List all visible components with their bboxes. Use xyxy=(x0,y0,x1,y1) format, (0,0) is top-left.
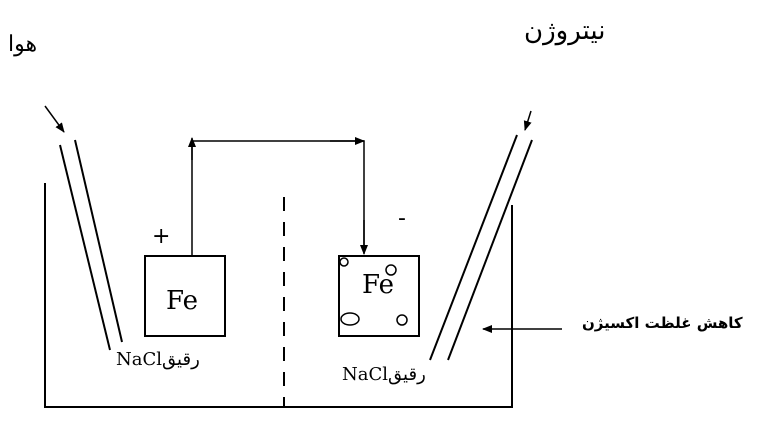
air-tube-wall-left xyxy=(59,144,111,351)
nitrogen-label: نیتروژن xyxy=(524,16,606,46)
gas-bubble xyxy=(385,264,397,276)
nitrogen-tube-wall-left xyxy=(429,134,518,361)
gas-bubble xyxy=(340,312,360,326)
gas-bubble xyxy=(339,257,349,267)
anode-sign: + xyxy=(152,224,171,249)
left-solution-label: NaClرقیق xyxy=(116,349,200,370)
air-inlet-arrow xyxy=(44,105,65,133)
anode-electrode xyxy=(144,255,226,337)
nitrogen-tube-wall-right xyxy=(447,139,533,361)
air-tube-wall-right xyxy=(74,139,123,343)
container-outline xyxy=(44,183,513,408)
anode-label: Fe xyxy=(166,286,199,316)
cathode-label: Fe xyxy=(362,270,395,300)
air-label: هوا xyxy=(8,32,38,57)
cathode-electrode xyxy=(338,255,420,337)
external-wire xyxy=(191,140,365,256)
nitrogen-inlet-arrow xyxy=(523,110,532,131)
cathode-sign: - xyxy=(398,206,406,231)
gas-bubble xyxy=(396,314,408,326)
oxygen-reduction-label: کاهش غلظت اکسیژن xyxy=(582,314,743,332)
right-solution-label: NaClرقیق xyxy=(342,364,426,385)
